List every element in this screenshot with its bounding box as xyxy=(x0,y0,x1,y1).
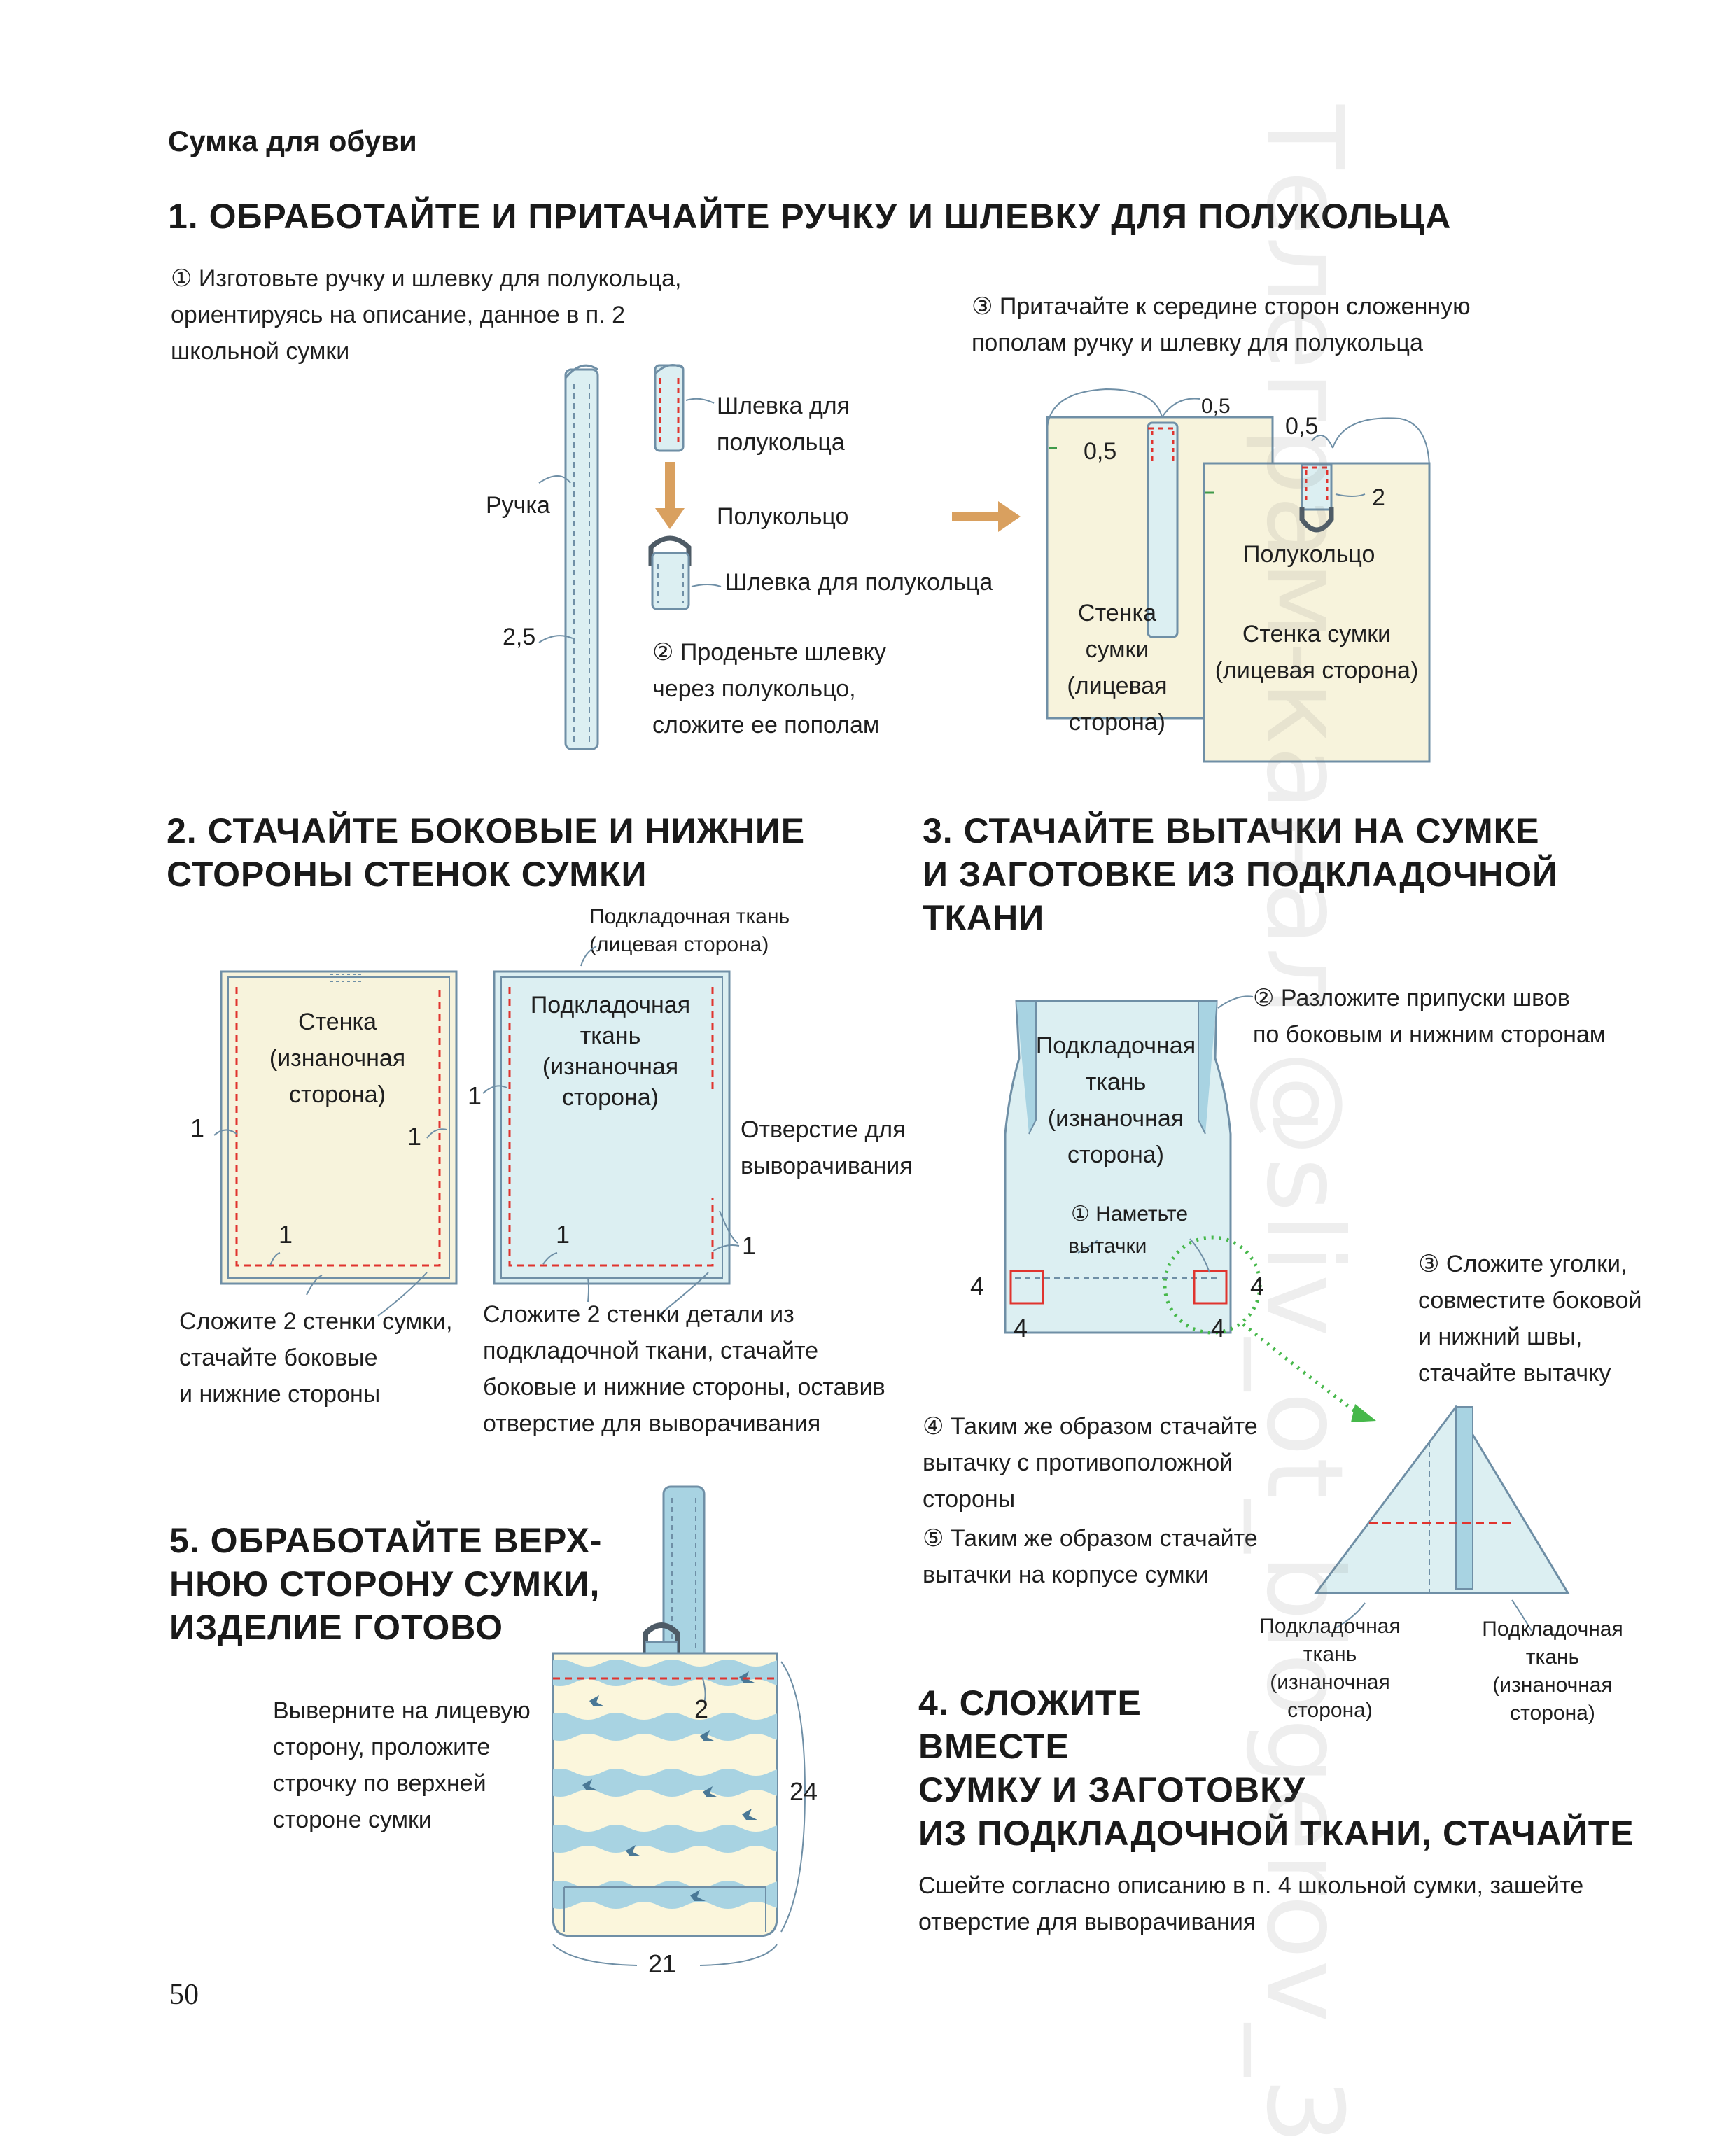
label-opening: Отверстие для выворачивания xyxy=(741,1116,913,1179)
section-5-title: 5. ОБРАБОТАЙТЕ ВЕРХ- НЮЮ СТОРОНУ СУМКИ, … xyxy=(169,1521,603,1647)
lining-folded-panel xyxy=(1004,995,1254,1334)
dim-1-d: 1 xyxy=(468,1081,482,1110)
dim-b: 0,5 xyxy=(1201,395,1231,418)
sewn-corner-triangle xyxy=(1313,1405,1570,1632)
label-wall-inner: Стенка (изнаночная сторона) xyxy=(269,1009,406,1108)
document-title: Сумка для обуви xyxy=(168,125,417,157)
sec2-caption-right: Сложите 2 стенки детали из подкладочной … xyxy=(483,1301,886,1437)
label-lining-inner: Подкладочная ткань (изнаночная сторона) xyxy=(530,992,691,1111)
dim-1-f: 1 xyxy=(742,1231,756,1260)
loop-piece xyxy=(654,364,715,452)
sec3-step3-text: ③ Сложите уголки, совместите боковой и н… xyxy=(1418,1251,1642,1387)
dim-1-a: 1 xyxy=(190,1114,204,1142)
label-wall-face-1: Стенка сумки (лицевая сторона) xyxy=(1067,600,1168,736)
label-lining-inner-3: Подкладочная ткань (изнаночная сторона) xyxy=(1035,1032,1196,1168)
wall-panel xyxy=(214,970,458,1317)
sec1-step1-text: ① Изготовьте ручку и шлевку для полуколь… xyxy=(171,265,682,365)
label-triangle-right: Подкладочная ткань (изнаночная сторона) xyxy=(1482,1618,1623,1725)
section-1-title: 1. ОБРАБОТАЙТЕ И ПРИТАЧАЙТЕ РУЧКУ И ШЛЕВ… xyxy=(168,197,1452,236)
label-ring-2: Полукольцо xyxy=(1243,541,1376,568)
right-arrow xyxy=(952,501,1021,532)
lining-panel xyxy=(482,946,740,1317)
sec3-step4-text: ④ Таким же образом стачайте вытачку с пр… xyxy=(923,1413,1258,1513)
handle-strap xyxy=(538,364,599,750)
label-wall-face-2: Стенка сумки (лицевая сторона) xyxy=(1214,621,1419,684)
label-lining-face: Подкладочная ткань (лицевая сторона) xyxy=(589,905,790,956)
dim-height: 24 xyxy=(790,1777,818,1806)
sec1-step2-text: ② Проденьте шлевку через полукольцо, сло… xyxy=(652,639,886,738)
sec5-caption: Выверните на лицевую сторону, проложите … xyxy=(273,1697,531,1833)
dim-4-c: 4 xyxy=(1250,1272,1264,1300)
dim-a: 0,5 xyxy=(1084,438,1116,465)
label-loop: Шлевка для полукольца xyxy=(717,393,850,456)
green-zoom-circle xyxy=(1163,1235,1376,1422)
dim-1-e: 1 xyxy=(556,1220,570,1249)
sec2-caption-left: Сложите 2 стенки сумки, стачайте боковые… xyxy=(179,1308,453,1408)
watermark: Телеграм-канал @sliv_ot_blogerov_3 xyxy=(1243,105,1365,2146)
section-3-title: 3. СТАЧАЙТЕ ВЫТАЧКИ НА СУМКЕ И ЗАГОТОВКЕ… xyxy=(923,811,1558,937)
down-arrow xyxy=(655,462,685,529)
dim-top: 2 xyxy=(694,1695,708,1723)
section-4-title: 4. СЛОЖИТЕ ВМЕСТЕ СУМКУ И ЗАГОТОВКУ ИЗ П… xyxy=(918,1683,1634,1853)
finished-bag xyxy=(552,1485,806,1966)
dim-1-b: 1 xyxy=(407,1122,421,1151)
label-triangle-left: Подкладочная ткань (изнаночная сторона) xyxy=(1259,1615,1401,1722)
dim-1-c: 1 xyxy=(279,1220,293,1249)
bag-pattern xyxy=(553,1660,777,1909)
dim-4-b: 4 xyxy=(1014,1314,1028,1342)
label-handle: Ручка xyxy=(486,492,550,519)
sec4-text: Сшейте согласно описанию в п. 4 школьной… xyxy=(918,1872,1584,1935)
sec3-step1-text: ① Наметьте вытачки xyxy=(1068,1202,1189,1258)
label-loop-with-ring: Шлевка для полукольца xyxy=(725,569,993,596)
sec3-step5-text: ⑤ Таким же образом стачайте вытачки на к… xyxy=(923,1525,1258,1588)
dim-4-a: 4 xyxy=(970,1272,984,1300)
dim-c: 0,5 xyxy=(1285,413,1318,440)
label-ring: Полукольцо xyxy=(717,503,849,530)
section-2-title: 2. СТАЧАЙТЕ БОКОВЫЕ И НИЖНИЕ СТОРОНЫ СТЕ… xyxy=(167,811,806,894)
dim-d: 2 xyxy=(1372,484,1385,511)
sec1-step3-text: ③ Притачайте к середине сторон сложенную… xyxy=(972,293,1471,356)
bag-wall-2 xyxy=(1203,417,1431,763)
page-number: 50 xyxy=(169,1979,199,2011)
sec3-step2-text: ② Разложите припуски швов по боковым и н… xyxy=(1253,985,1606,1048)
dim-handle-width: 2,5 xyxy=(503,624,536,650)
dim-width: 21 xyxy=(648,1949,676,1978)
ring-with-loop xyxy=(648,535,722,610)
dim-4-d: 4 xyxy=(1211,1314,1225,1342)
